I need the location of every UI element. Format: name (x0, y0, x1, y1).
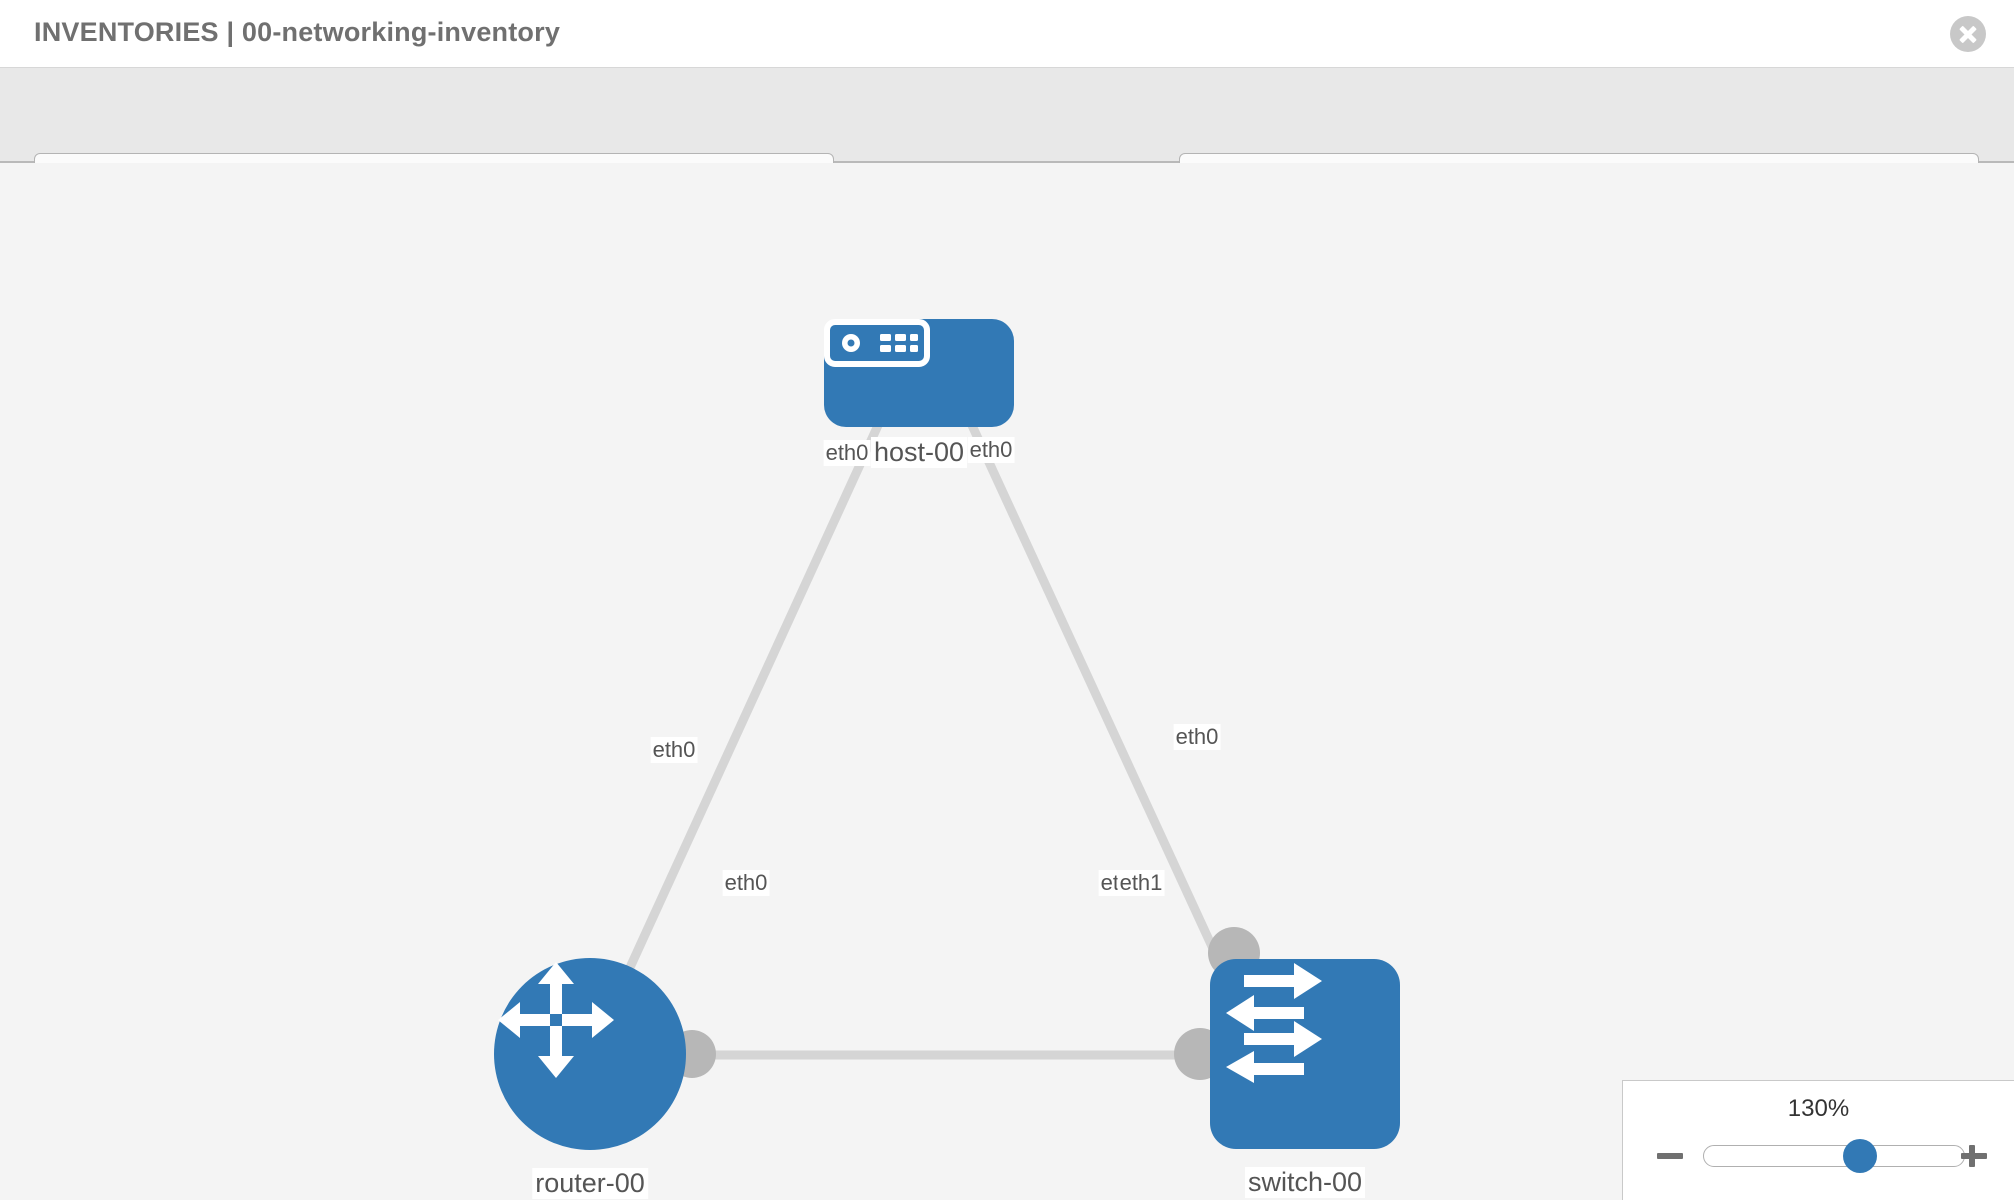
zoom-slider-row (1623, 1133, 2014, 1177)
edge-label-switch-trunk-eth1[interactable]: eth1 (1117, 870, 1165, 896)
link-host-switch (965, 419, 1255, 1031)
edge-label-router-uplink-eth0[interactable]: eth0 (650, 737, 698, 763)
topology-links (595, 339, 1260, 1080)
page-title: INVENTORIES | 00-networking-inventory (34, 17, 561, 47)
zoom-slider-handle[interactable] (1843, 1139, 1877, 1173)
node-label-switch-00[interactable]: switch-00 (1244, 1167, 1366, 1198)
edge-label-switch-uplink-eth0[interactable]: eth0 (1173, 724, 1221, 750)
edge-label-host-right-eth0[interactable]: eth0 (967, 437, 1015, 463)
edge-label-router-trunk-eth0[interactable]: eth0 (722, 870, 770, 896)
link-host-router (595, 419, 885, 1035)
zoom-control-panel: 130% (1622, 1080, 2014, 1200)
router-arrows-icon (498, 962, 614, 1078)
node-label-router-00[interactable]: router-00 (532, 1168, 648, 1199)
zoom-in-button[interactable] (1959, 1141, 1989, 1171)
host-node-shape[interactable] (824, 319, 1014, 427)
toolbar: ACTIONS SEARCH (0, 68, 2014, 211)
router-node-shape[interactable] (494, 958, 686, 1150)
page-header: INVENTORIES | 00-networking-inventory (0, 0, 2014, 68)
edge-label-host-left-eth0[interactable]: eth0 (823, 440, 871, 466)
close-icon[interactable] (1950, 16, 1986, 52)
zoom-level-value: 130% (1787, 1095, 1850, 1122)
topology-canvas[interactable]: host-00 router-00 (0, 163, 2014, 1200)
switch-node-shape[interactable] (1210, 959, 1400, 1149)
zoom-out-button[interactable] (1655, 1141, 1685, 1171)
node-label-host-00[interactable]: host-00 (870, 437, 968, 468)
server-icon (824, 319, 930, 367)
zoom-slider-track[interactable] (1703, 1139, 1965, 1173)
switch-arrows-icon (1226, 963, 1322, 1083)
